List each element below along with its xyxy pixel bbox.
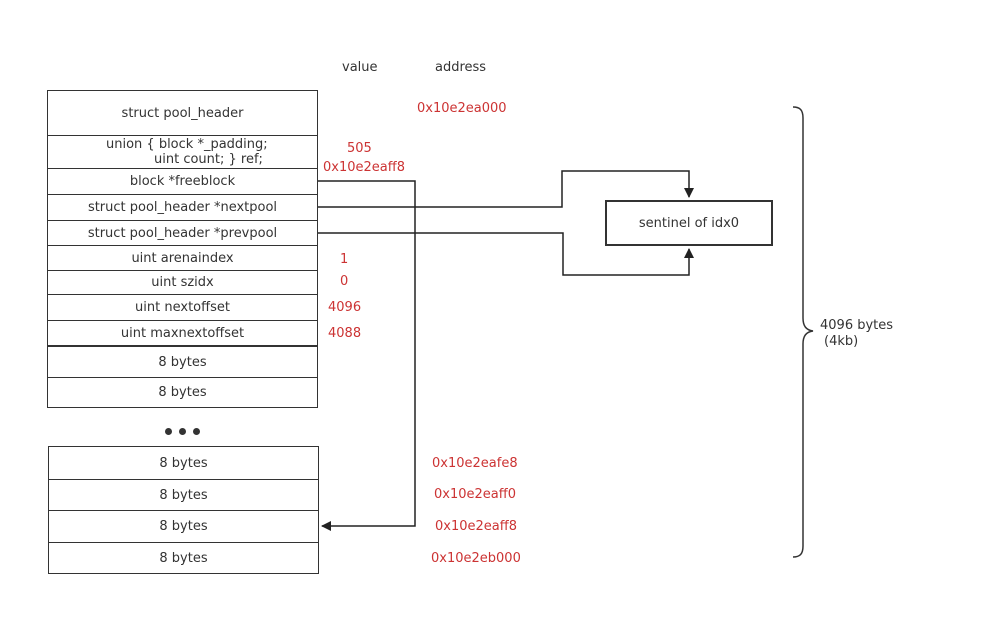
field-label: uint arenaindex xyxy=(131,250,234,266)
value-column-header: value xyxy=(342,60,378,75)
address-block-1: 0x10e2eafe8 xyxy=(432,456,518,471)
field-prevpool: struct pool_header *prevpool xyxy=(47,220,318,246)
field-label: struct pool_header xyxy=(121,105,244,121)
ellipsis-dot xyxy=(179,428,186,435)
block-lower-3: 8 bytes xyxy=(48,510,319,543)
size-brace xyxy=(792,106,814,558)
sentinel-box: sentinel of idx0 xyxy=(605,200,773,246)
union-label-line2: uint count; } ref; xyxy=(154,152,263,167)
address-block-2: 0x10e2eaff0 xyxy=(434,487,516,502)
size-label-kb: (4kb) xyxy=(824,334,859,349)
sentinel-label: sentinel of idx0 xyxy=(638,215,740,231)
value-arenaindex: 1 xyxy=(340,252,349,267)
block-label: 8 bytes xyxy=(159,455,208,471)
address-pool-header: 0x10e2ea000 xyxy=(417,101,507,116)
block-upper-2: 8 bytes xyxy=(47,377,318,408)
block-lower-2: 8 bytes xyxy=(48,479,319,511)
value-nextoffset: 4096 xyxy=(328,300,362,315)
block-label: 8 bytes xyxy=(159,519,208,534)
value-freeblock: 0x10e2eaff8 xyxy=(323,160,405,175)
value-szidx: 0 xyxy=(340,274,349,289)
freeblock-arrow xyxy=(318,180,416,531)
field-label: struct pool_header *nextpool xyxy=(87,200,278,215)
field-maxnextoffset: uint maxnextoffset xyxy=(47,320,318,346)
ellipsis-dot xyxy=(193,428,200,435)
field-label: block *freeblock xyxy=(129,174,236,189)
field-label: struct pool_header *prevpool xyxy=(87,225,278,241)
prevpool-arrow xyxy=(318,232,694,276)
field-struct-pool-header: struct pool_header xyxy=(47,90,318,136)
field-label: uint nextoffset xyxy=(135,300,230,315)
value-ref-count: 505 xyxy=(347,141,372,156)
address-block-3: 0x10e2eaff8 xyxy=(435,519,517,534)
block-lower-4: 8 bytes xyxy=(48,542,319,574)
union-label-line1: union { block *_padding; xyxy=(106,137,268,152)
field-label: uint szidx xyxy=(151,275,214,290)
field-nextpool: struct pool_header *nextpool xyxy=(47,194,318,221)
block-label: 8 bytes xyxy=(158,385,207,400)
field-label: uint maxnextoffset xyxy=(120,325,245,341)
size-label-bytes: 4096 bytes xyxy=(820,318,894,333)
block-label: 8 bytes xyxy=(159,487,208,503)
ellipsis-dot xyxy=(165,428,172,435)
block-label: 8 bytes xyxy=(159,550,208,566)
value-maxnextoffset: 4088 xyxy=(328,326,362,341)
address-block-4: 0x10e2eb000 xyxy=(431,551,521,566)
nextpool-arrow xyxy=(318,170,694,208)
field-freeblock: block *freeblock xyxy=(47,168,318,195)
address-column-header: address xyxy=(435,60,487,75)
block-label: 8 bytes xyxy=(158,354,207,370)
block-upper-1: 8 bytes xyxy=(47,346,318,378)
block-lower-1: 8 bytes xyxy=(48,446,319,480)
field-nextoffset: uint nextoffset xyxy=(47,294,318,321)
